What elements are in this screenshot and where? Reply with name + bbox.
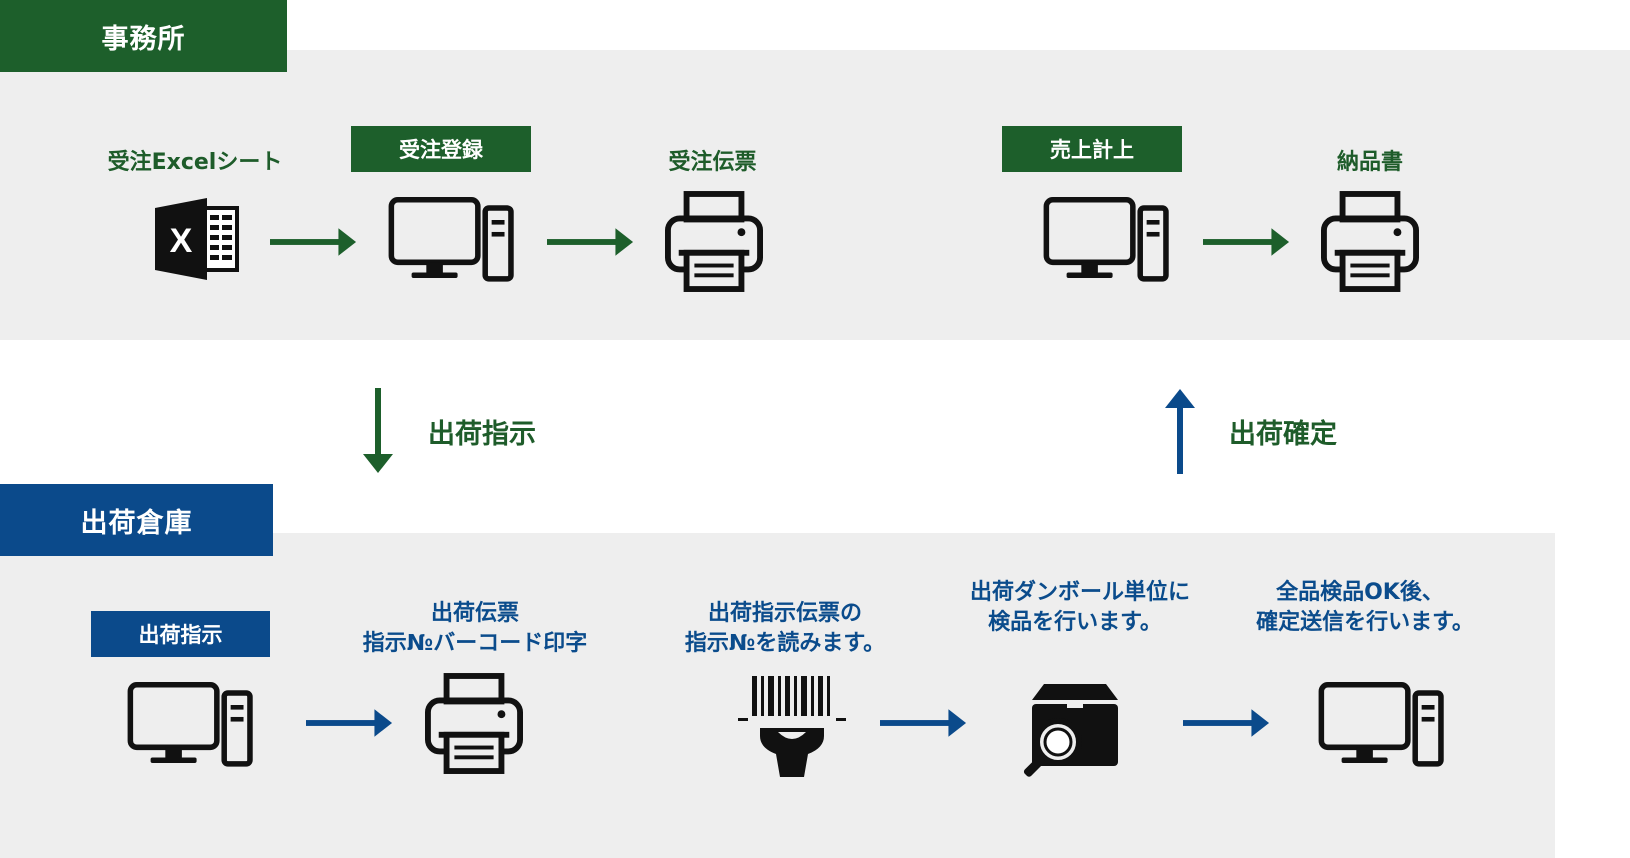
computer-icon xyxy=(1041,197,1175,289)
scan-label-line2: 指示№を読みます。 xyxy=(684,631,886,656)
confirm-label-line1: 全品検品OK後、 xyxy=(1276,580,1444,605)
arrow-right-icon xyxy=(1203,226,1291,258)
svg-text:X: X xyxy=(170,222,193,260)
warehouse-tab: 出荷倉庫 xyxy=(0,484,273,556)
arrow-right-icon xyxy=(270,226,358,258)
slip-print-label-line1: 出荷伝票 xyxy=(430,601,519,626)
arrow-right-icon xyxy=(547,226,635,258)
sales-record-label: 売上計上 xyxy=(1002,126,1182,172)
printer-icon xyxy=(1321,190,1419,294)
arrow-up-icon xyxy=(1165,389,1195,474)
confirm-label-line2: 確定送信を行います。 xyxy=(1256,610,1474,635)
printer-icon xyxy=(425,672,523,776)
order-slip-label: 受注伝票 xyxy=(668,150,757,175)
scan-label-line1: 出荷指示伝票の xyxy=(707,601,862,626)
warehouse-band xyxy=(0,533,1555,858)
order-entry-label: 受注登録 xyxy=(351,126,531,172)
delivery-note-label: 納品書 xyxy=(1336,150,1403,175)
excel-icon: X xyxy=(155,198,239,280)
printer-icon xyxy=(665,190,763,294)
arrow-right-icon xyxy=(880,707,968,739)
excel-sheet-label: 受注Excelシート xyxy=(107,150,283,175)
arrow-right-icon xyxy=(306,707,394,739)
box-inspect-icon xyxy=(1023,684,1118,777)
office-tab: 事務所 xyxy=(0,0,287,72)
barcode-scanner-icon xyxy=(738,676,846,777)
arrow-down-icon xyxy=(363,388,393,473)
computer-icon xyxy=(386,197,520,289)
arrow-right-icon xyxy=(1183,707,1271,739)
shipping-confirm-flow-label: 出荷確定 xyxy=(1229,419,1337,450)
shipping-instruction-label: 出荷指示 xyxy=(91,611,270,657)
inspect-label-line1: 出荷ダンボール単位に xyxy=(969,580,1190,605)
computer-icon xyxy=(125,682,259,774)
inspect-label-line2: 検品を行います。 xyxy=(988,610,1162,635)
computer-icon xyxy=(1316,682,1450,774)
shipping-instruction-flow-label: 出荷指示 xyxy=(428,419,536,450)
slip-print-label-line2: 指示№バーコード印字 xyxy=(362,631,588,656)
